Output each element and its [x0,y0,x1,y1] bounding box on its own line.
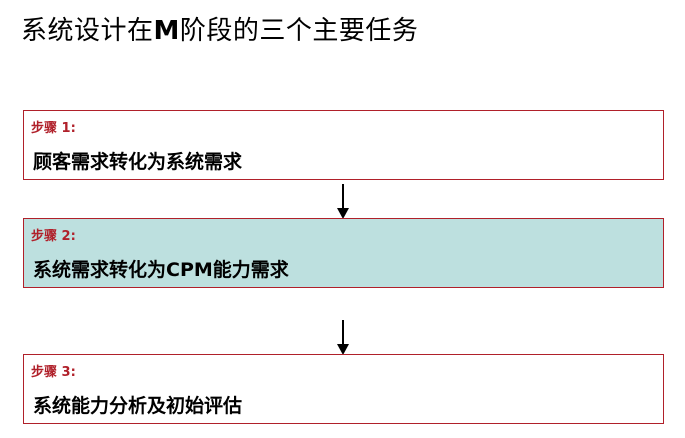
step-box-2: 步骤 2: 系统需求转化为CPM能力需求 [23,218,664,288]
page-title-prefix: 系统设计在 [21,16,154,46]
page-title-suffix: 阶段的三个主要任务 [179,16,419,46]
page-title-strong: M [153,16,180,46]
step-box-1: 步骤 1: 顾客需求转化为系统需求 [23,110,664,180]
step-label-1: 步骤 1: [31,121,76,136]
step-label-2: 步骤 2: [31,229,76,244]
arrow-down-icon [337,320,349,356]
step-text-3: 系统能力分析及初始评估 [33,395,243,417]
step-label-3: 步骤 3: [31,365,76,380]
arrow-down-icon [337,184,349,220]
step-text-1: 顾客需求转化为系统需求 [33,151,243,173]
page-title: 系统设计在M阶段的三个主要任务 [21,10,418,47]
step-box-3: 步骤 3: 系统能力分析及初始评估 [23,354,664,424]
step-text-2: 系统需求转化为CPM能力需求 [33,259,289,281]
